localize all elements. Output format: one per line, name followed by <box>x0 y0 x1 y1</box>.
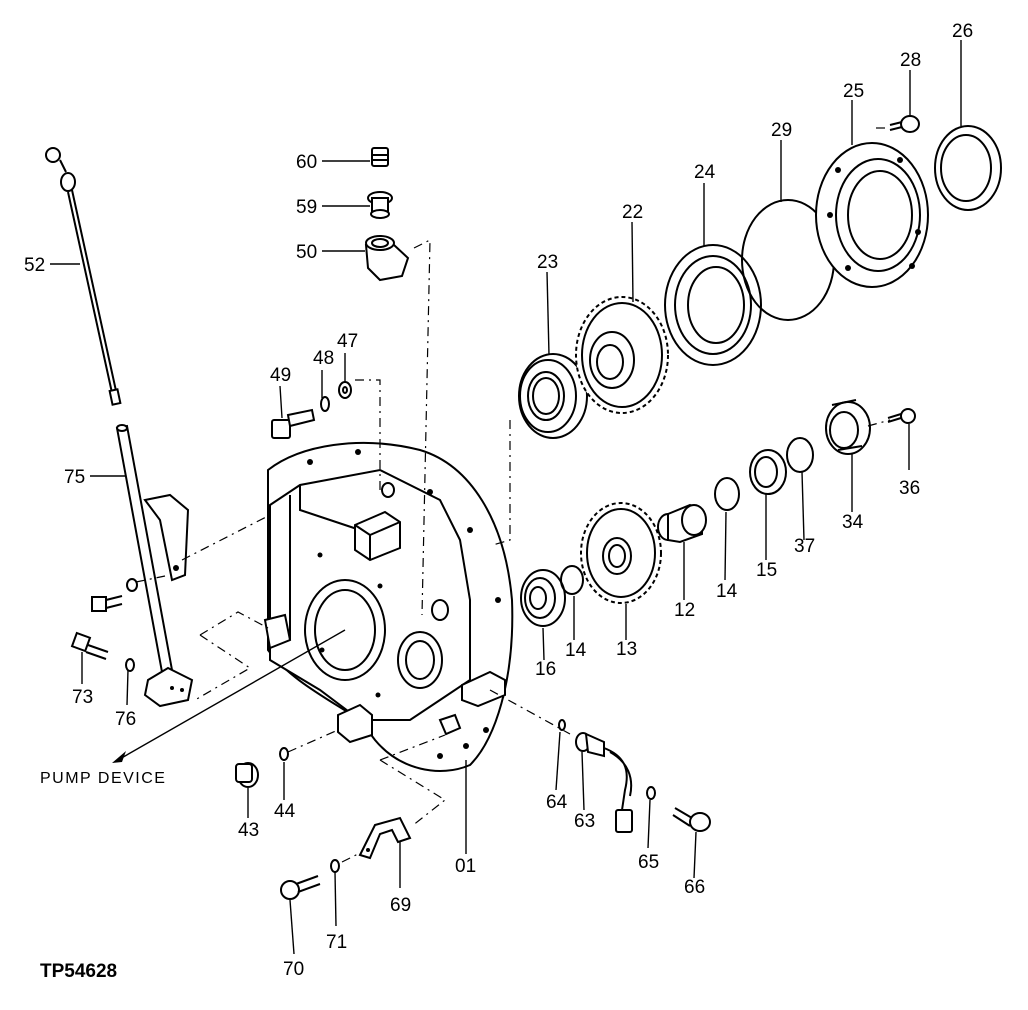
o-ring-37 <box>786 437 814 473</box>
guide-pipe-75 <box>115 424 194 708</box>
bearing-15 <box>749 449 787 495</box>
snap-ring-14a <box>560 565 584 595</box>
bolt-70 <box>280 875 321 900</box>
snap-ring-14b <box>714 477 740 511</box>
part-label-76: 76 <box>115 709 136 730</box>
reference-code: TP54628 <box>40 961 117 982</box>
part-label-49: 49 <box>270 365 291 386</box>
bearing-23 <box>518 353 588 439</box>
washer-71 <box>330 859 340 873</box>
assembly-lines <box>135 127 891 863</box>
cover-34 <box>825 399 871 455</box>
part-label-12: 12 <box>674 600 695 621</box>
bearing-24 <box>664 244 762 366</box>
part-label-71: 71 <box>326 932 347 953</box>
sensor-63 <box>558 719 656 833</box>
part-label-26: 26 <box>952 21 973 42</box>
part-label-28: 28 <box>900 50 921 71</box>
part-label-50: 50 <box>296 242 317 263</box>
bolt-28 <box>889 115 920 133</box>
pump-device-callout: PUMP DEVICE <box>40 770 166 787</box>
part-label-63: 63 <box>574 811 595 832</box>
part-label-34: 34 <box>842 512 864 533</box>
part-label-25: 25 <box>843 81 864 102</box>
part-label-73: 73 <box>72 687 93 708</box>
part-label-69: 69 <box>390 895 411 916</box>
part-label-43: 43 <box>238 820 259 841</box>
bolt-66 <box>672 807 711 832</box>
part-label-60: 60 <box>296 152 317 173</box>
part-label-14a: 14 <box>565 640 587 661</box>
part-label-37: 37 <box>794 536 815 557</box>
bracket-69 <box>358 816 412 860</box>
bearing-16 <box>520 569 566 627</box>
part-label-29: 29 <box>771 120 792 141</box>
leader-lines <box>50 40 962 955</box>
part-labels: 26 28 25 29 24 22 23 60 59 50 52 47 48 4… <box>24 21 973 980</box>
part-label-48: 48 <box>313 348 334 369</box>
part-label-44: 44 <box>274 801 296 822</box>
part-label-75: 75 <box>64 467 85 488</box>
part-label-22: 22 <box>622 202 643 223</box>
seal-26 <box>934 125 1002 211</box>
part-label-66: 66 <box>684 877 705 898</box>
gear-22 <box>575 296 669 414</box>
pump-arrow-head <box>112 751 126 763</box>
part-label-13: 13 <box>616 639 637 660</box>
part-label-52: 52 <box>24 255 45 276</box>
dipstick-52 <box>45 147 122 406</box>
fittings-50-59-60 <box>364 147 410 282</box>
part-label-59: 59 <box>296 197 317 218</box>
part-label-65: 65 <box>638 852 659 873</box>
part-label-23: 23 <box>537 252 558 273</box>
hardware-left <box>70 381 352 788</box>
shaft-12 <box>657 503 707 544</box>
housing-01 <box>263 441 514 772</box>
cover-25 <box>815 142 929 288</box>
part-label-16: 16 <box>535 659 556 680</box>
gear-13 <box>580 502 662 604</box>
part-label-64: 64 <box>546 792 568 813</box>
part-label-47: 47 <box>337 331 358 352</box>
part-label-70: 70 <box>283 959 304 980</box>
part-label-01: 01 <box>455 856 476 877</box>
part-label-15: 15 <box>756 560 777 581</box>
part-label-14b: 14 <box>716 581 738 602</box>
bolt-36 <box>887 408 916 424</box>
part-label-36: 36 <box>899 478 920 499</box>
part-label-24: 24 <box>694 162 716 183</box>
